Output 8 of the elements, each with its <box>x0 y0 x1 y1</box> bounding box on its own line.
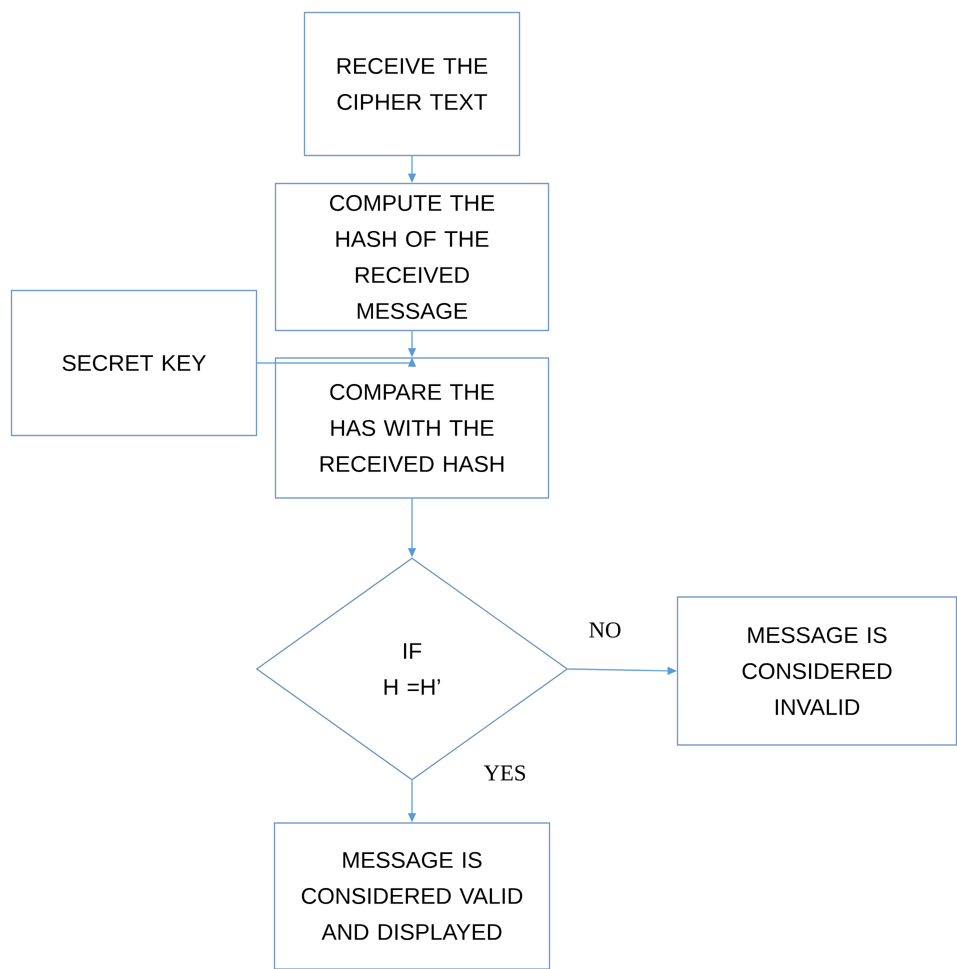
process-box: MESSAGE IS CONSIDERED INVALID <box>676 596 957 746</box>
process-box: RECEIVE THE CIPHER TEXT <box>304 12 520 156</box>
edge-label: YES <box>482 764 528 782</box>
process-box: COMPARE THE HAS WITH THE RECEIVED HASH <box>274 357 550 499</box>
process-box: SECRET KEY <box>10 290 258 436</box>
edge-label: NO <box>587 621 623 639</box>
process-box: MESSAGE IS CONSIDERED VALID AND DISPLAYED <box>274 822 550 969</box>
process-box: COMPUTE THE HASH OF THE RECEIVED MESSAGE <box>274 182 550 332</box>
